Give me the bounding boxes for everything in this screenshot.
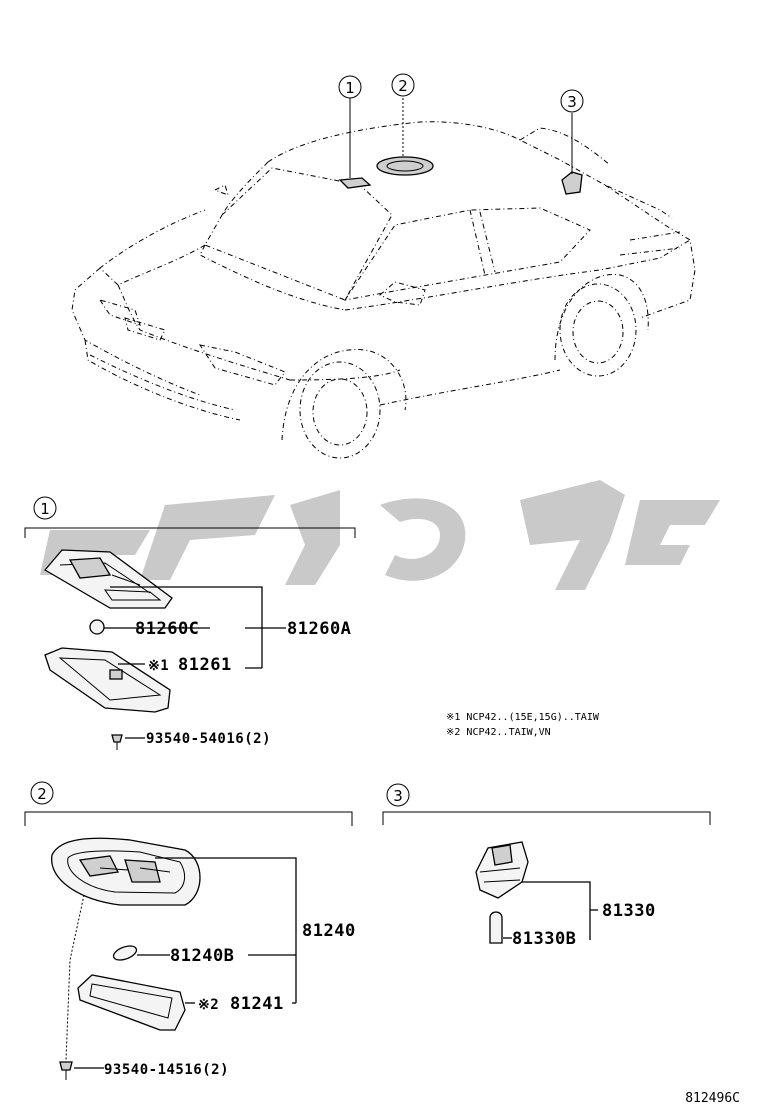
- svg-text:1: 1: [40, 500, 50, 518]
- part-93540-14516: 93540-14516(2): [104, 1062, 229, 1078]
- part-81260C: 81260C: [135, 619, 199, 639]
- note-2: ※2 NCP42..TAIW,VN: [446, 727, 551, 738]
- notes: ※1 NCP42..(15E,15G)..TAIW ※2 NCP42..TAIW…: [446, 712, 600, 738]
- svg-text:3: 3: [567, 93, 577, 111]
- svg-text:2: 2: [37, 785, 47, 803]
- note-mark-1: ※1: [148, 658, 169, 674]
- callout-1: 1: [338, 75, 362, 99]
- part-81261: 81261: [178, 655, 232, 675]
- svg-text:3: 3: [393, 787, 403, 805]
- watermark-logo: [40, 480, 720, 590]
- car-illustration: [71, 98, 696, 459]
- section-3: 3 81330 81330B: [382, 783, 711, 949]
- part-81260A: 81260A: [287, 619, 351, 639]
- callout-3: 3: [560, 89, 584, 113]
- svg-text:2: 2: [398, 77, 408, 95]
- part-81330: 81330: [602, 901, 656, 921]
- callout-2: 2: [391, 73, 415, 97]
- section-1: 1 81260C 81260A ※1 81261 93540-54016(2): [24, 496, 356, 750]
- part-81241: 81241: [230, 994, 284, 1014]
- section-2: 2 81240B 81240 ※2 81241 93540-14516(2): [24, 781, 356, 1080]
- reference-code: 812496C: [685, 1091, 740, 1106]
- part-81240B: 81240B: [170, 946, 234, 966]
- note-1: ※1 NCP42..(15E,15G)..TAIW: [446, 712, 600, 723]
- note-mark-2: ※2: [198, 997, 219, 1013]
- part-81240: 81240: [302, 921, 356, 941]
- part-93540-54016: 93540-54016(2): [146, 731, 271, 747]
- svg-text:1: 1: [345, 79, 355, 97]
- part-81330B: 81330B: [512, 929, 576, 949]
